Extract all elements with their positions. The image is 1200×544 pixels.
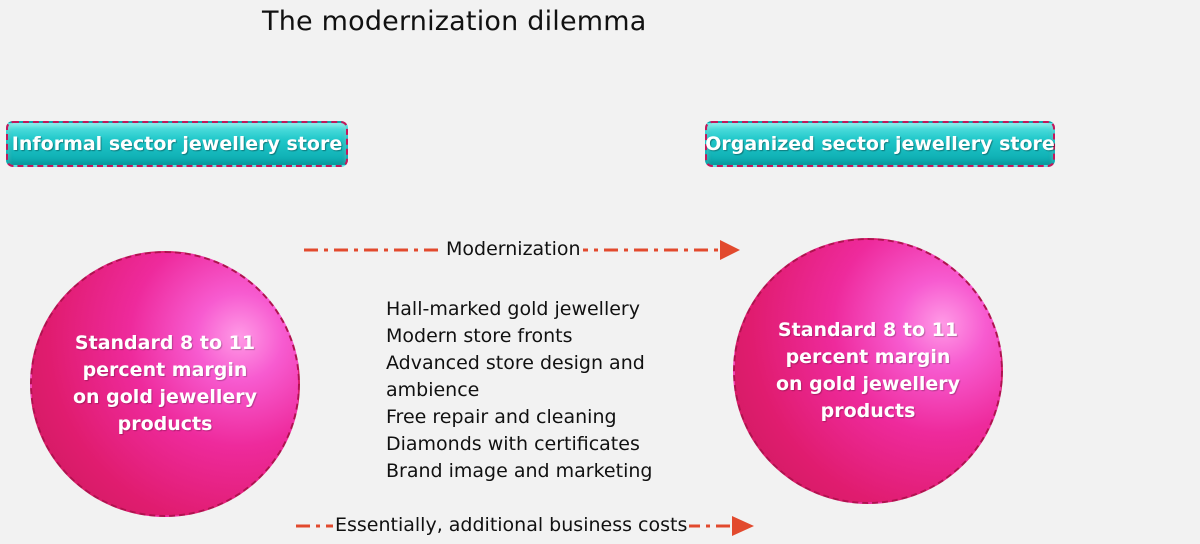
modernization-arrow bbox=[304, 240, 740, 260]
organized-store-box: Organized sector jewellery store bbox=[705, 121, 1055, 167]
feature-item: Diamonds with certificates bbox=[386, 433, 640, 455]
feature-item: Brand image and marketing bbox=[386, 460, 653, 482]
organized-margin-text: Standard 8 to 11 percent margin on gold … bbox=[775, 319, 961, 422]
organized-store-label: Organized sector jewellery store bbox=[705, 133, 1055, 155]
informal-store-label: Informal sector jewellery store bbox=[11, 133, 343, 155]
modernization-features-list: Hall-marked gold jewellery Modern store … bbox=[386, 296, 652, 485]
feature-item: Hall-marked gold jewellery bbox=[386, 298, 640, 320]
feature-item: Free repair and cleaning bbox=[386, 406, 617, 428]
informal-store-box: Informal sector jewellery store bbox=[6, 121, 348, 167]
feature-item: Advanced store design and ambience bbox=[386, 352, 645, 401]
informal-margin-text: Standard 8 to 11 percent margin on gold … bbox=[72, 332, 258, 435]
cost-label: Essentially, additional business costs bbox=[333, 514, 690, 536]
informal-margin-circle: Standard 8 to 11 percent margin on gold … bbox=[30, 251, 300, 517]
organized-margin-circle: Standard 8 to 11 percent margin on gold … bbox=[733, 238, 1003, 504]
page-title: The modernization dilemma bbox=[262, 6, 647, 37]
cost-arrow-head bbox=[732, 516, 754, 536]
feature-item: Modern store fronts bbox=[386, 325, 573, 347]
modernization-arrow-head bbox=[720, 240, 740, 260]
modernization-label: Modernization bbox=[444, 238, 583, 260]
